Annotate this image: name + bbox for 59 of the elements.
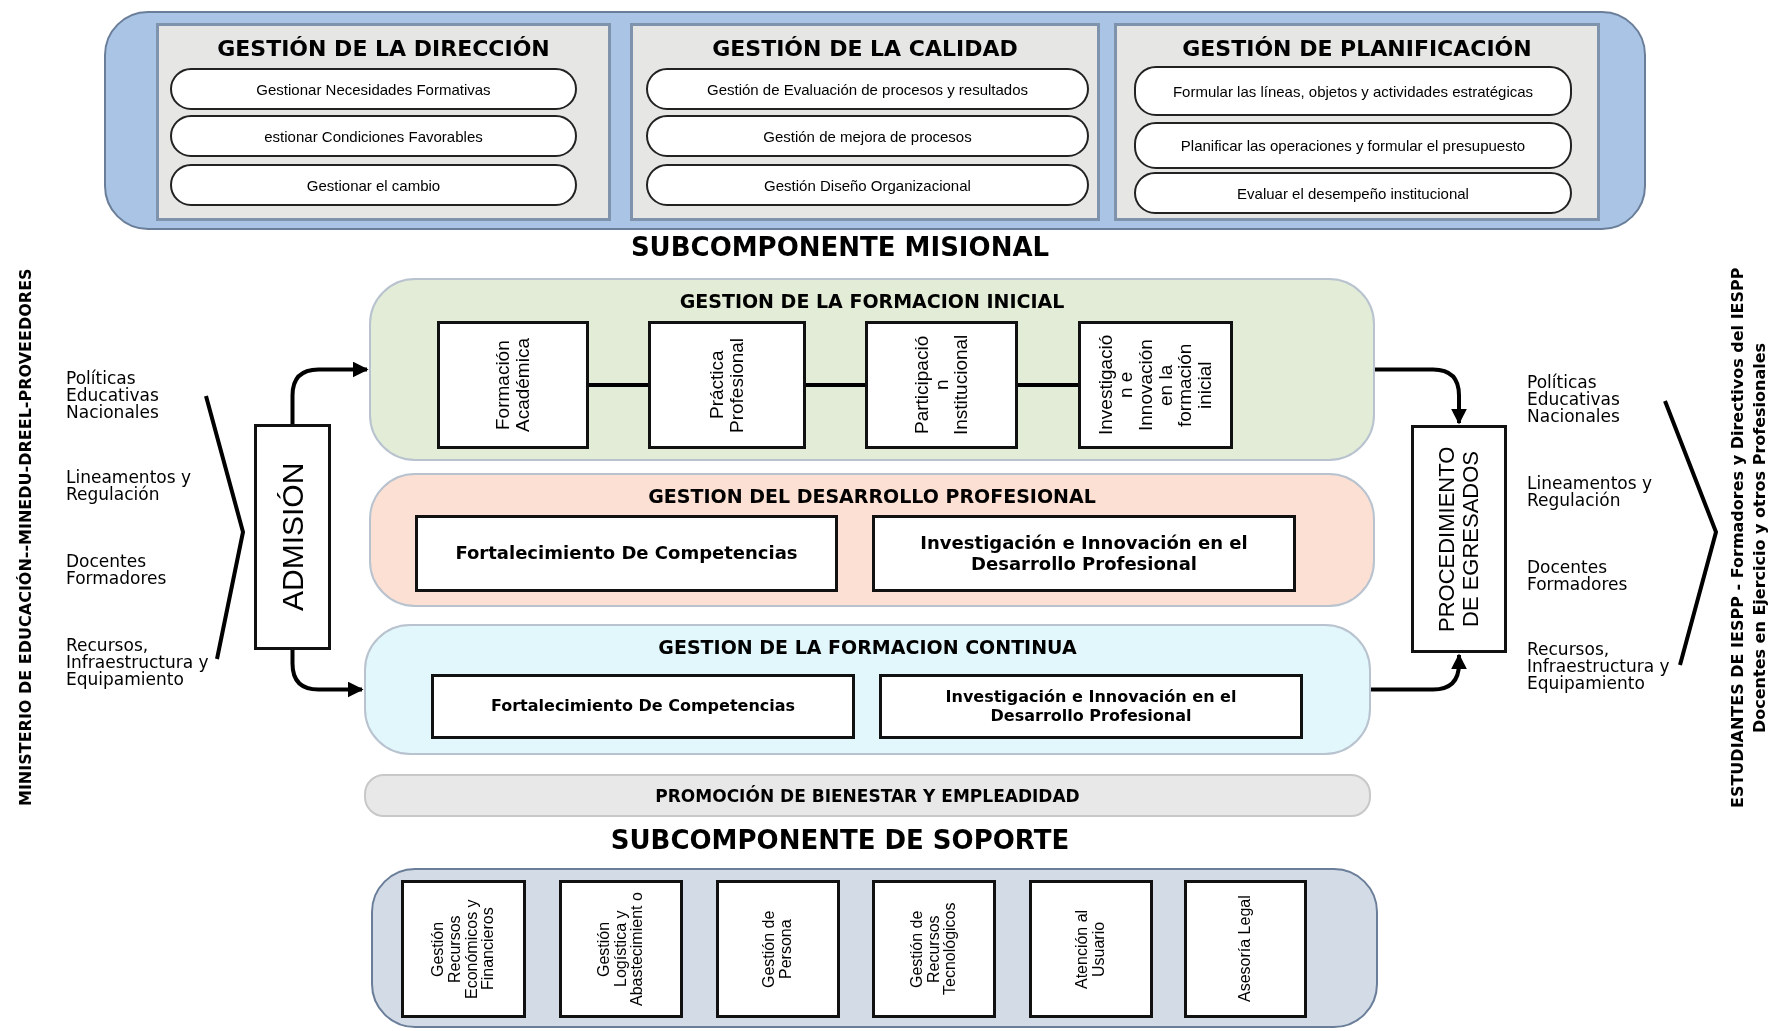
- process-box: Fortalecimiento De Competencias: [415, 515, 838, 592]
- group-panel: [364, 624, 1371, 755]
- process-pill: estionar Condiciones Favorables: [170, 115, 577, 157]
- connector-line: [1018, 383, 1078, 387]
- group-heading: GESTIÓN DE LA DIRECCIÓN: [216, 36, 551, 61]
- process-box: ADMISIÓN: [254, 424, 331, 650]
- process-band: PROMOCIÓN DE BIENESTAR Y EMPLEADIDAD: [364, 774, 1371, 817]
- process-pill: Gestión de Evaluación de procesos y resultados: [646, 68, 1089, 110]
- group-heading: GESTIÓN DE LA CALIDAD: [711, 36, 1019, 61]
- input-label: Lineamentos y Regulación: [66, 469, 193, 506]
- arrow: [1375, 367, 1467, 425]
- process-box: Formación Académica: [437, 321, 589, 449]
- process-pill: Planificar las operaciones y formular el presupuesto: [1134, 122, 1572, 169]
- process-box: Atención al Usuario: [1029, 880, 1153, 1018]
- output-label: Políticas Educativas Nacionales: [1527, 374, 1621, 428]
- group-heading: GESTION DEL DESARROLLO PROFESIONAL: [647, 485, 1097, 507]
- process-box: Investigació n e Innovación en la formación inicial: [1078, 321, 1233, 449]
- process-box: Gestión Recursos Económicos y Financieros: [401, 880, 526, 1018]
- process-pill: Evaluar el desempeño institucional: [1134, 172, 1572, 214]
- process-pill: Gestión de mejora de procesos: [646, 115, 1089, 157]
- connector-line: [589, 383, 648, 387]
- group-panel: [1114, 23, 1600, 221]
- group-heading: GESTION DE LA FORMACION INICIAL: [678, 290, 1066, 312]
- process-box: Participació n Institucional: [865, 321, 1018, 449]
- process-box: Gestión Logística y Abastecimient o: [559, 880, 683, 1018]
- input-label: Docentes Formadores: [66, 553, 168, 590]
- process-box: Investigación e Innovación en el Desarrollo Profesional: [872, 515, 1296, 592]
- group-panel: [369, 278, 1375, 461]
- process-pill: Formular las líneas, objetos y actividades estratégicas: [1134, 66, 1572, 116]
- process-box: Gestión de Recursos Tecnológicos: [872, 880, 996, 1018]
- process-box: Investigación e Innovación en el Desarrollo Profesional: [879, 674, 1303, 739]
- side-label: ESTUDIANTES DE IESPP - Formadores y Directivos del IESPP Docentes en Ejercicio y otros Profesionales: [1727, 266, 1770, 811]
- output-label: Docentes Formadores: [1527, 559, 1629, 596]
- arrow: [1371, 653, 1467, 692]
- output-label: Lineamentos y Regulación: [1527, 475, 1654, 512]
- section-heading: SUBCOMPONENTE DE SOPORTE: [609, 827, 1071, 857]
- side-label: MINISTERIO DE EDUCACIÓN--MINEDU-DREEL-PROVEEDORES: [15, 267, 37, 809]
- section-heading: SUBCOMPONENTE MISIONAL: [629, 234, 1051, 264]
- input-label: Políticas Educativas Nacionales: [66, 370, 160, 424]
- process-pill: Gestión Diseño Organizacional: [646, 164, 1089, 206]
- process-box: Asesoría Legal: [1184, 880, 1307, 1018]
- process-pill: Gestionar el cambio: [170, 164, 577, 206]
- output-label: Recursos, Infraestructura y Equipamiento: [1527, 641, 1671, 695]
- process-box: Fortalecimiento De Competencias: [431, 674, 855, 739]
- group-panel: [156, 23, 611, 221]
- process-pill: Gestionar Necesidades Formativas: [170, 68, 577, 110]
- process-box: Práctica Profesional: [648, 321, 806, 449]
- connector-line: [806, 383, 865, 387]
- background-panel: [104, 11, 1646, 230]
- background-panel: [371, 868, 1378, 1028]
- group-panel: [369, 473, 1375, 607]
- input-label: Recursos, Infraestructura y Equipamiento: [66, 637, 210, 691]
- group-heading: GESTIÓN DE PLANIFICACIÓN: [1181, 36, 1533, 61]
- arrow: [290, 650, 364, 698]
- process-box: Gestión de Persona: [716, 880, 840, 1018]
- group-heading: GESTION DE LA FORMACION CONTINUA: [657, 636, 1078, 658]
- arrow: [290, 361, 369, 424]
- process-box: PROCEDIMIENTO DE EGRESADOS: [1411, 425, 1507, 653]
- group-panel: [630, 23, 1100, 221]
